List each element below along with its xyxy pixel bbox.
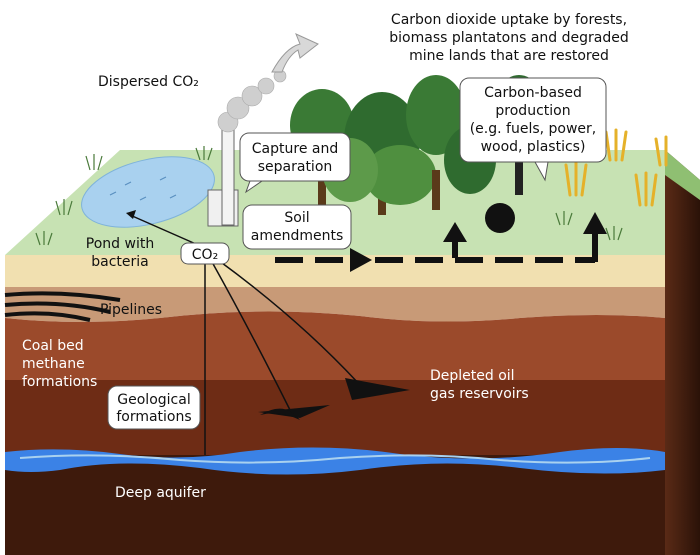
coalbed-label-line1: Coal bed (22, 338, 84, 354)
carbon-label-line4: wood, plastics) (481, 139, 586, 155)
line-to-reservoir-2 (217, 259, 361, 386)
pipeline-2 (4, 301, 111, 314)
aquifer-highlight (19, 454, 651, 464)
soil-label-line2: amendments (251, 228, 344, 244)
capture-label-line2: separation (258, 159, 333, 175)
uptake-label-line1: Carbon dioxide uptake by forests, (391, 12, 627, 28)
soil-arrowhead (350, 248, 372, 272)
pond (81, 156, 215, 228)
pond-label-line2: bacteria (91, 254, 149, 270)
co2-box (180, 242, 230, 265)
coalbed-label-line2: methane (22, 356, 85, 372)
pond-arrowhead (126, 210, 136, 219)
grass-tufts (35, 146, 623, 246)
up-arrowhead-2 (583, 212, 607, 234)
depleted-label-line1: Depleted oil (430, 368, 515, 384)
carbon-label-line2: production (495, 103, 570, 119)
reservoir-wedge-2 (345, 378, 410, 400)
pond-label-line1: Pond with (86, 236, 154, 252)
line-to-reservoir-1 (211, 261, 291, 411)
capture-box (239, 132, 351, 182)
reservoir-wedge-1 (258, 405, 330, 418)
soil-box (242, 204, 352, 250)
aquifer-label: Deep aquifer (115, 485, 206, 501)
deep-aquifer-water (5, 447, 665, 475)
carbon-label-line3: (e.g. fuels, power, (470, 121, 597, 137)
capture-label-line1: Capture and (252, 141, 338, 157)
grain-crops (564, 128, 668, 207)
carbon-box-tail (534, 161, 549, 182)
co2-box-label: CO₂ (192, 247, 218, 263)
pond-ripple (109, 176, 177, 201)
carbon-label-line1: Carbon-based (484, 85, 582, 101)
block-side-grass (665, 150, 700, 200)
forest (290, 75, 547, 233)
pipelines-label: Pipelines (100, 302, 162, 318)
pipeline-1 (4, 291, 121, 302)
uptake-label-line3: mine lands that are restored (409, 48, 609, 64)
block-side-face (665, 150, 700, 555)
soil-label-line1: Soil (284, 210, 309, 226)
capture-box-tail (244, 180, 264, 194)
red-layer (5, 311, 665, 380)
carbon-production-box (459, 77, 607, 163)
dispersed-co2-label: Dispersed CO₂ (98, 74, 199, 90)
up-arrowhead-1 (443, 222, 467, 242)
pipeline-3 (4, 311, 91, 322)
dispersal-arrow (271, 33, 319, 73)
coalbed-label-line3: formations (22, 374, 97, 390)
smokestack (221, 129, 235, 226)
uptake-label-line2: biomass plantatons and degraded (389, 30, 628, 46)
reservoir-wedge-3 (260, 408, 300, 420)
geological-label-line2: formations (116, 409, 191, 425)
deep-layer (5, 380, 665, 455)
depleted-label-line2: gas reservoirs (430, 386, 529, 402)
geological-box (107, 385, 201, 430)
smoke-cloud (217, 69, 287, 133)
geological-label-line1: Geological (117, 392, 190, 408)
tan-layer (5, 287, 665, 322)
